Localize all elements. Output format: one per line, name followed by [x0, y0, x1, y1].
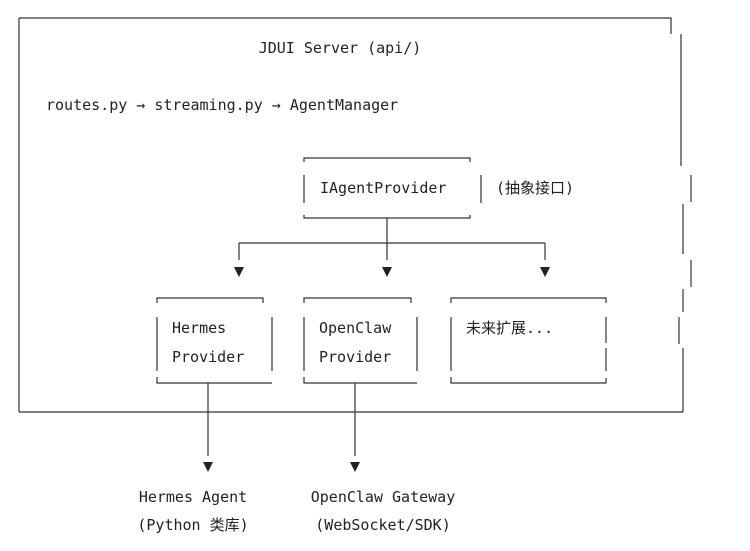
external-connectors: [207, 383, 356, 456]
arrow-down-icon: [203, 462, 213, 472]
interface-name: IAgentProvider: [320, 179, 446, 197]
arrow-down-icon: [540, 267, 550, 277]
provider-future-line1: 未来扩展...: [466, 319, 553, 337]
arrow-down-icon: [350, 462, 360, 472]
server-title: JDUI Server (api/): [259, 39, 422, 57]
branch-connector: [238, 218, 546, 260]
interface-note: (抽象接口): [496, 179, 574, 197]
provider-openclaw-line1: OpenClaw: [319, 319, 392, 337]
request-flow-text: routes.py → streaming.py → AgentManager: [46, 96, 398, 114]
provider-hermes-line2: Provider: [172, 348, 244, 366]
provider-box-hermes: [156, 297, 273, 384]
provider-box-openclaw: [303, 297, 418, 384]
arrow-down-icon: [234, 267, 244, 277]
external-hermes-line1: Hermes Agent: [139, 488, 247, 506]
provider-hermes-line1: Hermes: [172, 319, 226, 337]
external-openclaw-line2: (WebSocket/SDK): [315, 516, 450, 534]
arrow-down-icon: [382, 267, 392, 277]
external-hermes-line2: (Python 类库): [137, 516, 248, 534]
provider-openclaw-line2: Provider: [319, 348, 391, 366]
external-openclaw-line1: OpenClaw Gateway: [311, 488, 456, 506]
provider-box-future: [450, 297, 607, 384]
server-box: [18, 17, 692, 413]
